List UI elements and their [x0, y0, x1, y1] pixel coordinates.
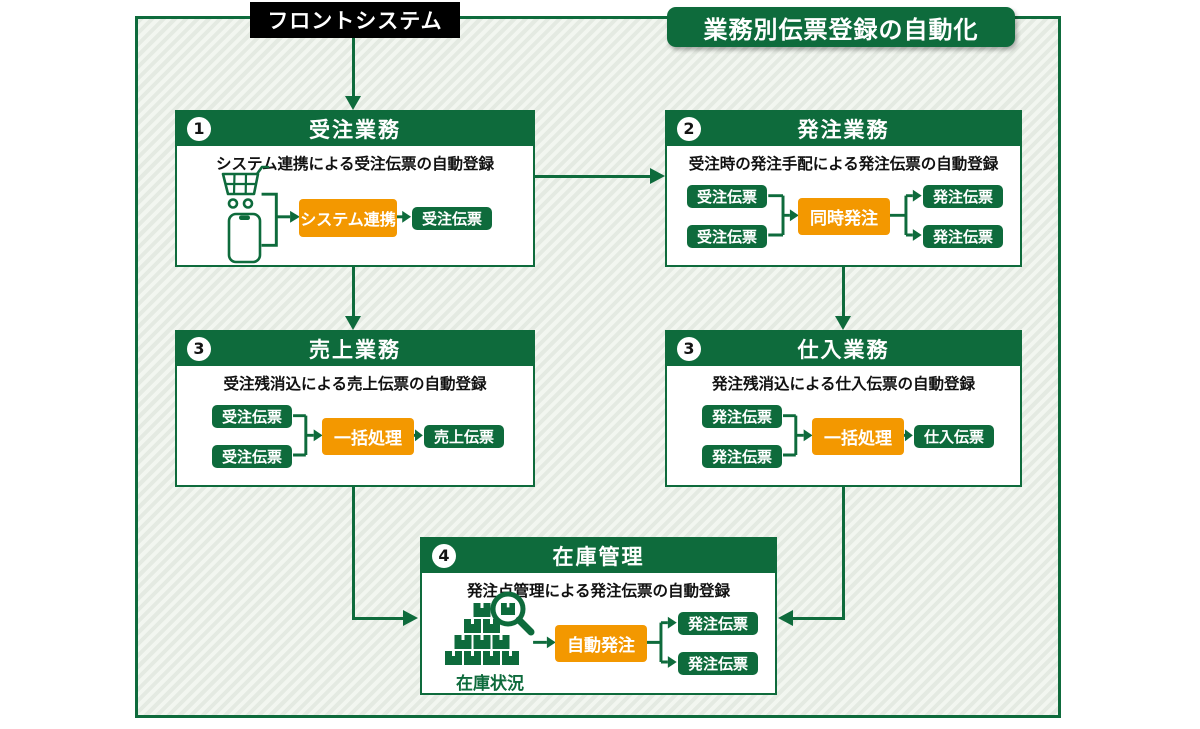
arrowhead-down-icon — [345, 316, 361, 330]
card-purchasing-title: 仕入業務 — [797, 338, 890, 362]
card-sales-header: 3 売上業務 — [177, 332, 533, 366]
card-purchase-order: 2 発注業務 受注時の発注手配による発注伝票の自動登録 受注伝票 受注伝票 同時… — [665, 110, 1022, 267]
card-inventory-title: 在庫管理 — [552, 545, 645, 569]
connector-lines — [293, 414, 423, 457]
card-sales: 3 売上業務 受注残消込による売上伝票の自動登録 受注伝票 受注伝票 一括処理 … — [175, 330, 535, 487]
card-purchase-order-title: 発注業務 — [797, 118, 890, 142]
process-box: 自動発注 — [555, 625, 647, 662]
connector-order-to-purchase-order — [535, 175, 651, 178]
arrowhead-left-icon — [778, 610, 793, 626]
diagram-title: 業務別伝票登録の自動化 — [667, 7, 1015, 47]
step-number-badge: 3 — [187, 337, 211, 361]
slip-pill: 発注伝票 — [702, 405, 782, 428]
card-purchasing: 3 仕入業務 発注残消込による仕入伝票の自動登録 発注伝票 発注伝票 一括処理 … — [665, 330, 1022, 487]
shopping-cart-icon — [217, 164, 271, 216]
slip-pill: 発注伝票 — [923, 225, 1003, 248]
card-inventory-caption: 発注点管理による発注伝票の自動登録 — [466, 582, 731, 600]
card-sales-title: 売上業務 — [309, 338, 401, 362]
step-number-badge: 3 — [677, 337, 701, 361]
connector-purchasing-to-inventory-horizontal — [793, 617, 845, 620]
step-number-badge: 2 — [677, 117, 701, 141]
slip-pill: 受注伝票 — [687, 225, 767, 248]
card-order-title: 受注業務 — [309, 118, 401, 142]
process-box: 一括処理 — [812, 418, 904, 455]
arrowhead-right-icon — [403, 610, 418, 626]
slip-pill: 受注伝票 — [687, 185, 767, 208]
slip-pill: 発注伝票 — [678, 612, 758, 635]
connector-purchasing-to-inventory-vertical — [842, 487, 845, 620]
connector-lines — [261, 192, 412, 247]
connector-lines — [533, 616, 677, 668]
card-sales-body: 受注残消込による売上伝票の自動登録 受注伝票 受注伝票 一括処理 売上伝票 — [177, 366, 533, 485]
connector-order-to-sales — [352, 267, 355, 318]
card-inventory-header: 4 在庫管理 — [422, 539, 775, 573]
step-number-badge: 1 — [187, 117, 211, 141]
slip-pill: 仕入伝票 — [914, 425, 994, 448]
card-purchase-order-body: 受注時の発注手配による発注伝票の自動登録 受注伝票 受注伝票 同時発注 発注伝票… — [667, 146, 1020, 265]
arrowhead-down-icon — [345, 96, 361, 110]
slip-pill: 受注伝票 — [412, 207, 492, 230]
inventory-status-label: 在庫状況 — [456, 674, 524, 694]
connector-sales-to-inventory-vertical — [352, 487, 355, 620]
card-order-body: システム連携による受注伝票の自動登録 — [177, 146, 533, 265]
arrowhead-right-icon — [650, 168, 665, 184]
arrowhead-down-icon — [835, 316, 851, 330]
process-box: 同時発注 — [798, 198, 890, 235]
front-system-label: フロントシステム — [250, 2, 460, 38]
inventory-boxes-icon — [444, 587, 538, 673]
slip-pill: 発注伝票 — [923, 185, 1003, 208]
card-inventory: 4 在庫管理 発注点管理による発注伝票の自動登録 — [420, 537, 777, 695]
card-order: 1 受注業務 システム連携による受注伝票の自動登録 — [175, 110, 535, 267]
card-purchase-order-caption: 受注時の発注手配による発注伝票の自動登録 — [688, 155, 999, 173]
connector-sales-to-inventory-horizontal — [352, 617, 405, 620]
process-box: システム連携 — [299, 199, 397, 237]
card-order-header: 1 受注業務 — [177, 112, 533, 146]
process-box: 一括処理 — [322, 418, 414, 455]
card-purchasing-header: 3 仕入業務 — [667, 332, 1020, 366]
slip-pill: 受注伝票 — [212, 405, 292, 428]
step-number-badge: 4 — [432, 544, 456, 568]
slip-pill: 発注伝票 — [702, 445, 782, 468]
card-purchase-order-header: 2 発注業務 — [667, 112, 1020, 146]
card-sales-caption: 受注残消込による売上伝票の自動登録 — [223, 375, 487, 393]
connector-front-to-order — [352, 37, 355, 98]
card-order-caption: システム連携による受注伝票の自動登録 — [215, 155, 495, 173]
connector-purchase-order-to-purchasing — [842, 267, 845, 318]
card-purchasing-body: 発注残消込による仕入伝票の自動登録 発注伝票 発注伝票 一括処理 仕入伝票 — [667, 366, 1020, 485]
card-purchasing-caption: 発注残消込による仕入伝票の自動登録 — [711, 375, 976, 393]
slip-pill: 発注伝票 — [678, 652, 758, 675]
smartphone-icon — [225, 212, 265, 268]
slip-pill: 受注伝票 — [212, 445, 292, 468]
connector-lines — [768, 189, 922, 241]
slip-pill: 売上伝票 — [424, 425, 504, 448]
card-inventory-body: 発注点管理による発注伝票の自動登録 — [422, 573, 775, 694]
